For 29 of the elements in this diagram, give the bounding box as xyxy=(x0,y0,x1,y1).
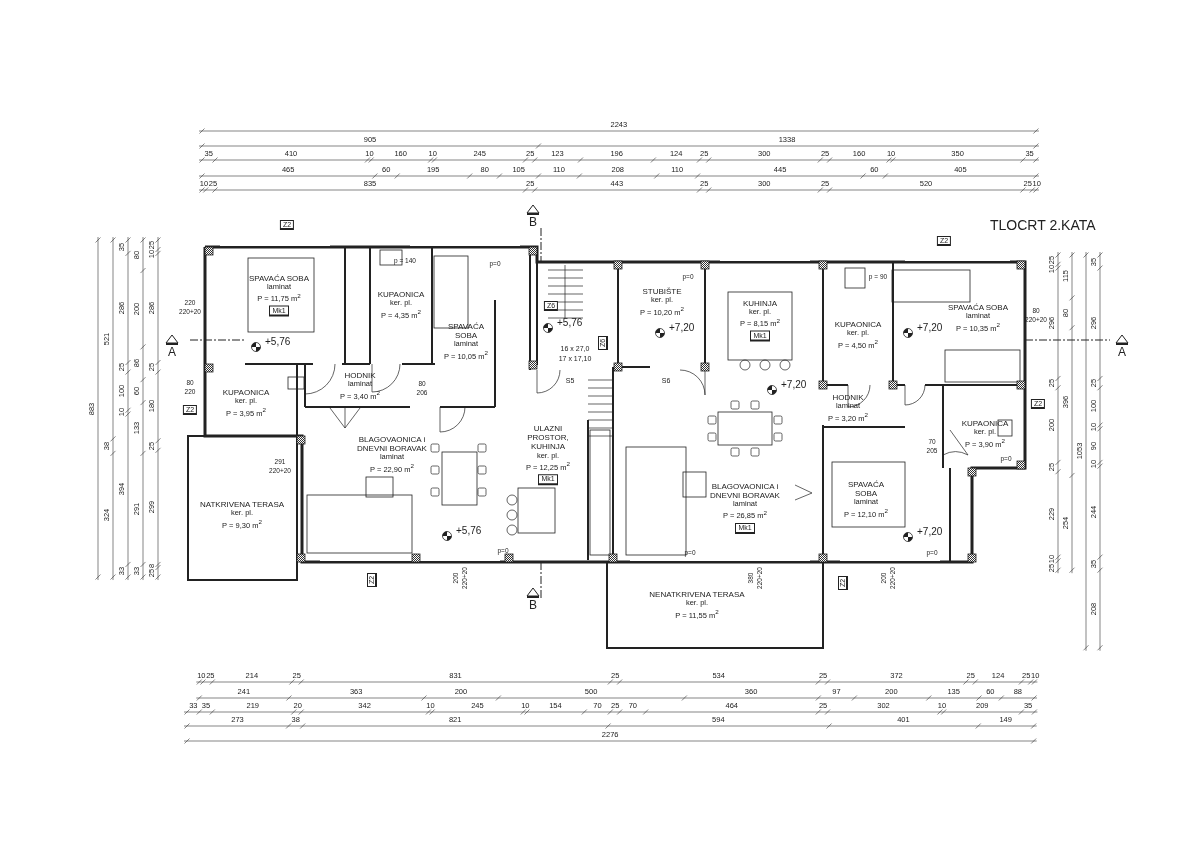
room-name: HODNIK xyxy=(343,371,377,381)
room-name: KUPAONICA xyxy=(960,419,1010,429)
room-name: SPAVAĆA SOBA xyxy=(847,480,885,499)
room-name: HODNIK xyxy=(831,393,865,403)
elevation-value: +5,76 xyxy=(557,318,583,328)
room-name: ULAZNI PROSTOR, KUHINJA xyxy=(526,424,570,452)
elevation-value: +7,20 xyxy=(917,323,943,333)
room-name: STUBIŠTE xyxy=(641,287,683,297)
elevation-value: +7,20 xyxy=(917,527,943,537)
room-name: KUPAONICA xyxy=(376,290,426,300)
room-name: SPAVAĆA SOBA xyxy=(447,322,485,341)
room-name: KUPAONICA xyxy=(221,388,271,398)
elevation-value: +5,76 xyxy=(265,337,291,347)
room-name: BLAGOVAONICA i DNEVNI BORAVAK xyxy=(709,481,781,501)
room-name: KUHINJA xyxy=(741,298,779,308)
section-label: B xyxy=(529,216,537,228)
room-name: SPAVAĆA SOBA xyxy=(947,303,1009,313)
diagram-title: TLOCRT 2.KATA xyxy=(990,218,1096,232)
elevation-value: +7,20 xyxy=(781,380,807,390)
room-name: NENATKRIVENA TERASA xyxy=(648,590,746,600)
room-name: NATKRIVENA TERASA xyxy=(198,500,286,510)
room-name: BLAGOVAONICA i DNEVNI BORAVAK xyxy=(356,435,428,454)
elevation-value: +5,76 xyxy=(456,526,482,536)
room-name: KUPAONICA xyxy=(833,320,883,330)
elevation-value: +7,20 xyxy=(669,323,695,333)
room-name: SPAVAĆA SOBA xyxy=(248,273,310,283)
section-label: A xyxy=(1118,346,1126,358)
section-label: B xyxy=(529,599,537,611)
section-label: A xyxy=(168,346,176,358)
